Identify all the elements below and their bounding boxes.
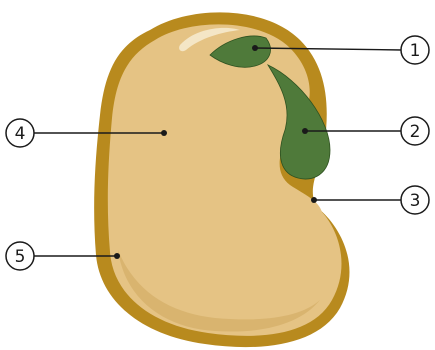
callout-4-label: 4 <box>15 124 26 144</box>
callout-2-label: 2 <box>410 122 421 142</box>
anchor-dot-5 <box>114 253 120 259</box>
callout-5: 5 <box>6 242 34 270</box>
callout-5-label: 5 <box>15 247 26 267</box>
anchor-dot-2 <box>302 128 308 134</box>
anchor-dot-4 <box>161 130 167 136</box>
callout-3: 3 <box>401 186 429 214</box>
callout-2: 2 <box>401 117 429 145</box>
anchor-dot-3 <box>311 197 317 203</box>
callout-1: 1 <box>401 36 429 64</box>
callout-4: 4 <box>6 119 34 147</box>
callout-3-label: 3 <box>410 191 421 211</box>
callout-1-label: 1 <box>410 41 421 61</box>
anchor-dot-1 <box>252 45 258 51</box>
